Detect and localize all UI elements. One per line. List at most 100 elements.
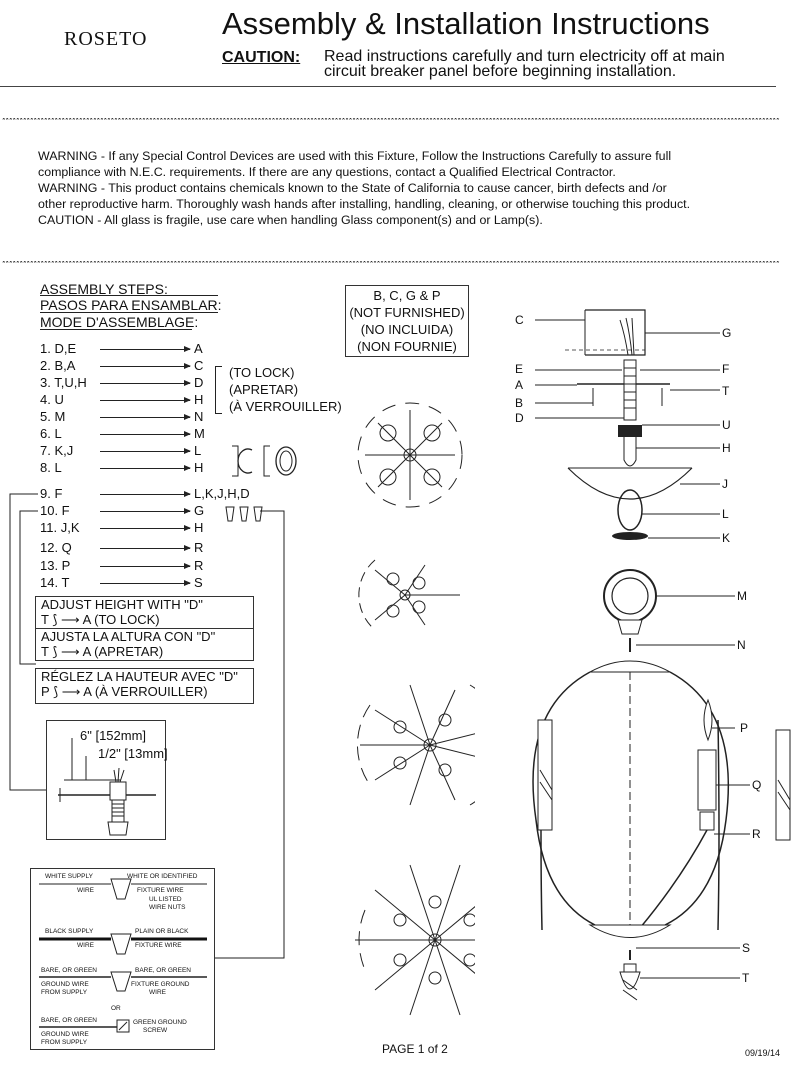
adjust-box-es: AJUSTA LA ALTURA CON "D" T ⟆ ⟶ A (APRETA… bbox=[35, 628, 254, 661]
step-label: 10. F bbox=[40, 503, 70, 518]
wiring-text: BLACK SUPPLY bbox=[45, 928, 94, 935]
arrow-icon bbox=[100, 465, 191, 471]
arrow-icon bbox=[100, 563, 191, 569]
revision-date: 09/19/14 bbox=[745, 1048, 781, 1058]
step-target: M bbox=[194, 426, 205, 441]
not-furnished-box: B, C, G & P (NOT FURNISHED) (NO INCLUIDA… bbox=[345, 285, 469, 357]
wiring-text: WIRE bbox=[149, 989, 166, 996]
part-label-k: K bbox=[722, 531, 731, 545]
part-label-u: U bbox=[722, 418, 731, 432]
step-target: R bbox=[194, 540, 204, 555]
wiring-text: BARE, OR GREEN bbox=[135, 967, 191, 974]
warning-line: WARNING - If any Special Control Devices… bbox=[38, 149, 672, 163]
not-furnished-parts: B, C, G & P bbox=[373, 288, 441, 303]
wiring-text: FIXTURE WIRE bbox=[137, 887, 184, 894]
wiring-text: WIRE NUTS bbox=[149, 904, 186, 911]
lock-label-fr: (À VERROUILLER) bbox=[229, 399, 342, 414]
wiring-text: FIXTURE WIRE bbox=[135, 942, 182, 949]
warning-line: other reproductive harm. Thoroughly wash… bbox=[38, 197, 691, 211]
step-target: R bbox=[194, 558, 204, 573]
part-label-n: N bbox=[737, 638, 746, 652]
brand-logo: ROSETO bbox=[64, 28, 148, 50]
warning-line: CAUTION - All glass is fragile, use care… bbox=[38, 213, 543, 227]
wiring-text: WIRE bbox=[77, 942, 94, 949]
dim-half-in: 1/2" [13mm] bbox=[98, 746, 168, 761]
caution-line-2: circuit breaker panel before beginning i… bbox=[324, 63, 677, 80]
wiring-text: OR bbox=[111, 1005, 121, 1012]
arrow-icon bbox=[100, 545, 191, 551]
caution-text: Read instructions carefully and turn ele… bbox=[324, 48, 774, 80]
adjust-result: A (À VERROUILLER) bbox=[83, 684, 208, 699]
step-label: 3. T,U,H bbox=[40, 375, 87, 390]
page-number: PAGE 1 of 2 bbox=[382, 1042, 448, 1056]
adjust-result: A (APRETAR) bbox=[82, 644, 164, 659]
arrow-icon bbox=[100, 397, 191, 403]
lock-label-es: (APRETAR) bbox=[229, 382, 299, 397]
part-label-c: C bbox=[515, 313, 524, 327]
step-target: G bbox=[194, 503, 205, 518]
wiring-text: WIRE bbox=[77, 887, 94, 894]
wiring-text: GREEN GROUND bbox=[133, 1019, 187, 1026]
step-label: 12. Q bbox=[40, 540, 72, 555]
step-target: C bbox=[194, 358, 204, 373]
rotation-views bbox=[355, 402, 475, 1016]
arrow-icon bbox=[100, 346, 191, 352]
height-detail-diagram bbox=[46, 720, 166, 840]
steps-title-es: PASOS PARA ENSAMBLAR: bbox=[40, 297, 222, 313]
part-label-d: D bbox=[515, 411, 524, 425]
star-divider-top: ****************************************… bbox=[2, 118, 780, 122]
part-label-e: E bbox=[515, 362, 524, 376]
step-target: L,K,J,H,D bbox=[194, 486, 250, 501]
connector-lines bbox=[9, 493, 285, 959]
adjust-title: AJUSTA LA ALTURA CON "D" bbox=[41, 629, 216, 644]
part-label-t: T bbox=[722, 384, 730, 398]
adjust-part: T bbox=[41, 612, 49, 627]
wire-nuts-icon bbox=[225, 506, 263, 522]
wiring-lines bbox=[39, 878, 207, 1033]
wiring-text: BARE, OR GREEN bbox=[41, 1017, 97, 1024]
not-furnished-en: (NOT FURNISHED) bbox=[349, 305, 465, 320]
warning-line: compliance with N.E.C. requirements. If … bbox=[38, 165, 616, 179]
spring-icon: ⟆ bbox=[53, 684, 59, 699]
adjust-line: T ⟆ ⟶ A (APRETAR) bbox=[41, 644, 164, 659]
step-label: 6. L bbox=[40, 426, 62, 441]
caution-line-1: Read instructions carefully and turn ele… bbox=[324, 48, 725, 65]
spring-icon: ⟆ bbox=[52, 612, 58, 627]
step-label: 5. M bbox=[40, 409, 66, 424]
adjust-result: A (TO LOCK) bbox=[82, 612, 160, 627]
not-furnished-fr: (NON FOURNIE) bbox=[357, 339, 457, 354]
step-target: H bbox=[194, 460, 204, 475]
step-label: 4. U bbox=[40, 392, 64, 407]
star-divider-bottom: ****************************************… bbox=[2, 261, 780, 265]
header-divider bbox=[0, 86, 776, 87]
step-target: H bbox=[194, 520, 204, 535]
adjust-title: ADJUST HEIGHT WITH "D" bbox=[41, 597, 203, 612]
arrow-icon bbox=[100, 508, 191, 514]
steps-title-en: ASSEMBLY STEPS: bbox=[40, 281, 168, 297]
arrow-icon bbox=[100, 448, 191, 454]
part-label-f: F bbox=[722, 362, 730, 376]
wiring-text: GROUND WIRE bbox=[41, 1031, 89, 1038]
part-label-s: S bbox=[742, 941, 751, 955]
ring-links-icon bbox=[232, 445, 297, 477]
warning-line: WARNING - This product contains chemical… bbox=[38, 181, 667, 195]
part-label-j: J bbox=[722, 477, 728, 491]
part-label-b: B bbox=[515, 396, 524, 410]
step-target: L bbox=[194, 443, 202, 458]
wiring-text: SCREW bbox=[143, 1027, 168, 1034]
exploded-fixture-diagram bbox=[532, 309, 791, 1001]
part-label-q: Q bbox=[752, 778, 762, 792]
step-target: N bbox=[194, 409, 204, 424]
step-label: 11. J,K bbox=[40, 520, 80, 535]
wiring-text: UL LISTED bbox=[149, 896, 182, 903]
arrow-icon bbox=[100, 491, 191, 497]
arrow-icon bbox=[100, 580, 191, 586]
spring-icon: ⟆ bbox=[52, 644, 58, 659]
part-label-p: P bbox=[740, 721, 749, 735]
adjust-line: P ⟆ ⟶ A (À VERROUILLER) bbox=[41, 684, 208, 699]
wiring-text: PLAIN OR BLACK bbox=[135, 928, 189, 935]
step-label: 8. L bbox=[40, 460, 62, 475]
step-target: A bbox=[194, 341, 203, 356]
part-label-m: M bbox=[737, 589, 747, 603]
not-furnished-es: (NO INCLUIDA) bbox=[360, 322, 454, 337]
